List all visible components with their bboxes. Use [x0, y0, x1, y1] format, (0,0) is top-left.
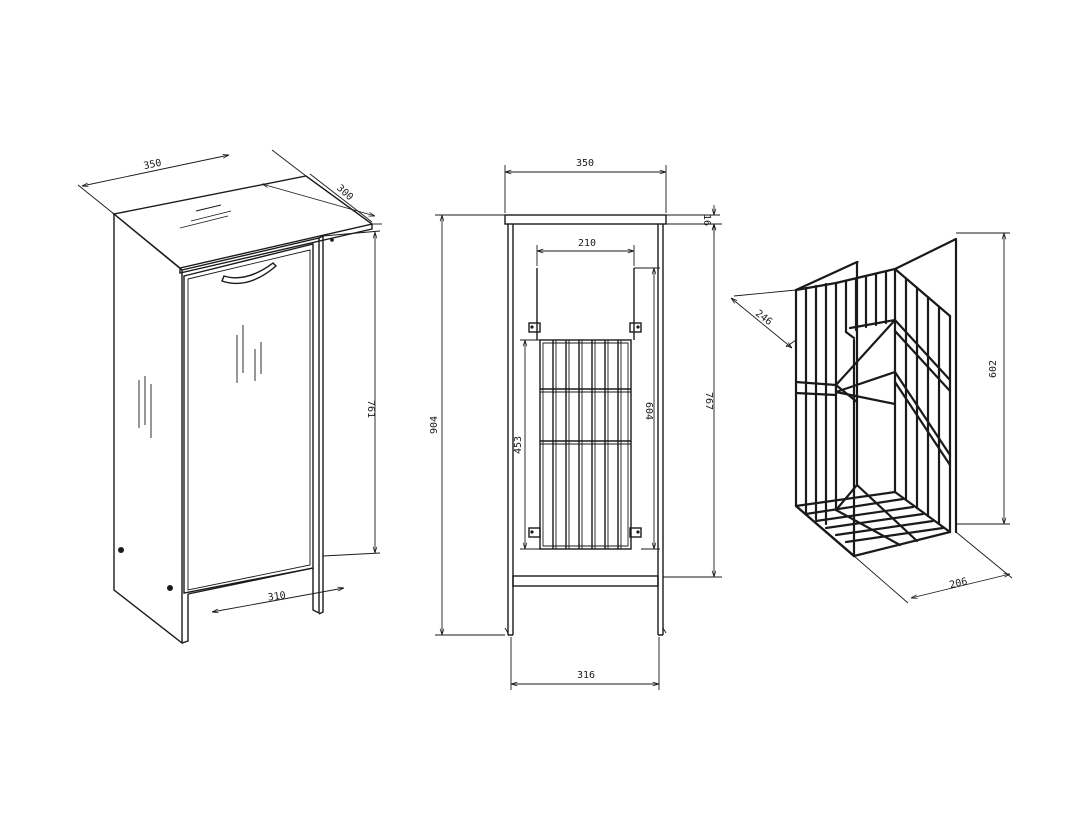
- dim-front-basket-height: 453: [513, 436, 524, 454]
- dim-perspective-height: 761: [365, 400, 376, 418]
- perspective-cabinet-view: 350 300 761 310: [77, 149, 382, 645]
- wire-basket-view: 246 602 206: [731, 232, 1013, 604]
- dim-front-total-height: 904: [429, 416, 440, 434]
- dim-front-width: 350: [576, 158, 594, 169]
- dim-front-basket-width: 210: [578, 238, 596, 249]
- dim-basket-width: 206: [948, 576, 968, 591]
- dim-front-top-thickness: 16: [701, 214, 712, 226]
- dim-basket-height: 602: [988, 360, 999, 378]
- dim-front-leg-span: 316: [577, 670, 595, 681]
- dim-perspective-inner-width: 310: [267, 590, 286, 603]
- dim-front-body-height: 767: [703, 392, 714, 410]
- dim-front-rail-height: 604: [643, 402, 654, 420]
- dim-perspective-width: 350: [143, 158, 163, 172]
- dim-basket-depth: 246: [753, 308, 774, 328]
- front-cabinet-view: 350 210 16 904 767 604 453 316: [429, 158, 722, 690]
